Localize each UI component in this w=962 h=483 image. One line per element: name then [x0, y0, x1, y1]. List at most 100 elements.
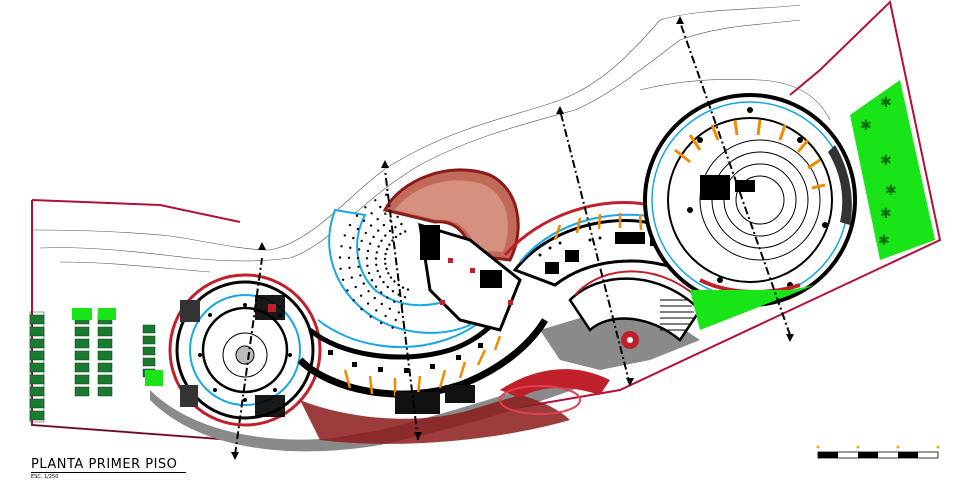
scale-note: ESC. 1/250 [31, 474, 59, 480]
seat-dot [373, 296, 376, 300]
dotted-plaza-texture [395, 180, 508, 252]
seat-dot [376, 269, 379, 273]
seat-dot [384, 262, 387, 265]
lower-fan-red [574, 270, 706, 306]
seat-dot [362, 219, 366, 222]
seat-dot [364, 231, 367, 235]
seat-dot [387, 272, 390, 275]
terrace-red-lower [500, 369, 610, 398]
seat-dot [375, 309, 378, 312]
tree-icon: ✱ [878, 233, 890, 249]
seat-dot [388, 229, 392, 233]
seat-dot [399, 232, 402, 236]
seat-dot [374, 199, 377, 202]
seat-dot [341, 278, 345, 281]
central-hall-red-marks [440, 258, 513, 305]
seat-dot [362, 282, 365, 285]
seat-dot [340, 245, 343, 248]
seat-dot [388, 307, 392, 310]
drawing-title: PLANTA PRIMER PISO [31, 457, 178, 472]
seat-dot [347, 256, 351, 259]
seat-dot [377, 245, 380, 248]
seat-dot [367, 271, 371, 275]
seat-dot [376, 218, 379, 221]
seat-dot [397, 311, 400, 314]
tree-icon: ✱ [860, 118, 872, 134]
seat-dot [339, 267, 342, 270]
seat-dot [378, 275, 382, 278]
seat-dot [365, 257, 369, 260]
seat-dot [396, 215, 399, 218]
seat-dot [369, 315, 372, 318]
lower-fan-seats [660, 299, 694, 331]
seat-dot [380, 321, 383, 325]
seat-dot [370, 212, 373, 215]
seat-dot [356, 227, 360, 231]
parking-area [29, 311, 156, 423]
seat-dot [343, 234, 346, 237]
seat-dot [394, 318, 397, 322]
seat-dot [375, 263, 378, 266]
right-wing-stairs [553, 213, 643, 241]
seat-dot [366, 264, 369, 267]
title-underline [31, 472, 186, 473]
seat-dot [360, 307, 363, 311]
seat-dot [369, 224, 373, 227]
seat-dot [388, 243, 391, 246]
seat-dot [356, 256, 360, 260]
seat-dot [357, 265, 360, 268]
seat-dot [372, 235, 375, 239]
section-cut-lines [234, 21, 791, 456]
right-rotunda [643, 93, 857, 307]
seat-dot [369, 242, 372, 245]
seat-dot [391, 326, 394, 329]
seat-dot [360, 239, 363, 243]
seat-dot [374, 257, 378, 260]
seat-dot [401, 286, 405, 289]
seat-dot [386, 296, 389, 299]
seat-dot [366, 249, 370, 253]
seat-dot [385, 267, 388, 270]
seat-dot [384, 234, 387, 237]
green-patch-left [72, 308, 92, 320]
tree-icon: ✱ [880, 206, 892, 222]
right-wing-glazing [519, 213, 649, 263]
seat-dot [349, 246, 352, 249]
seat-dot [380, 302, 383, 306]
seat-dot [389, 276, 393, 279]
seat-dot [385, 248, 389, 251]
topographic-contours [31, 4, 831, 273]
seat-dot [385, 193, 388, 196]
seat-dot [393, 280, 396, 283]
seat-dot [366, 302, 370, 305]
green-patch-left-2 [98, 308, 116, 320]
seat-dot [354, 285, 357, 289]
seat-dot [352, 236, 355, 240]
central-hall-blocks [420, 225, 502, 288]
plaza-dark-red [300, 395, 570, 444]
scale-bar-icon [816, 445, 940, 459]
seat-dot [375, 251, 378, 254]
seat-dot [374, 285, 378, 288]
seat-dot [403, 296, 407, 299]
seat-dot [359, 274, 362, 277]
seat-dot [355, 214, 359, 217]
tree-icon: ✱ [885, 183, 897, 199]
seat-dot [370, 279, 374, 282]
middle-wing-columns [328, 343, 483, 373]
seat-dot [379, 205, 382, 209]
north-section-arrow-icon [231, 16, 794, 460]
seat-dot [384, 252, 387, 256]
seat-dot [391, 290, 395, 293]
seat-dot [394, 235, 398, 239]
seat-dot [380, 291, 383, 294]
seat-dot [382, 223, 386, 227]
tree-icon: ✱ [880, 95, 892, 111]
seat-dot [348, 266, 351, 269]
tree-icon: ✱ [880, 153, 892, 169]
seat-dot [384, 314, 387, 318]
seat-dot [391, 239, 394, 242]
lower-rooms [395, 385, 475, 414]
seat-dot [393, 300, 396, 303]
plaza-red-feature-center [627, 337, 633, 343]
